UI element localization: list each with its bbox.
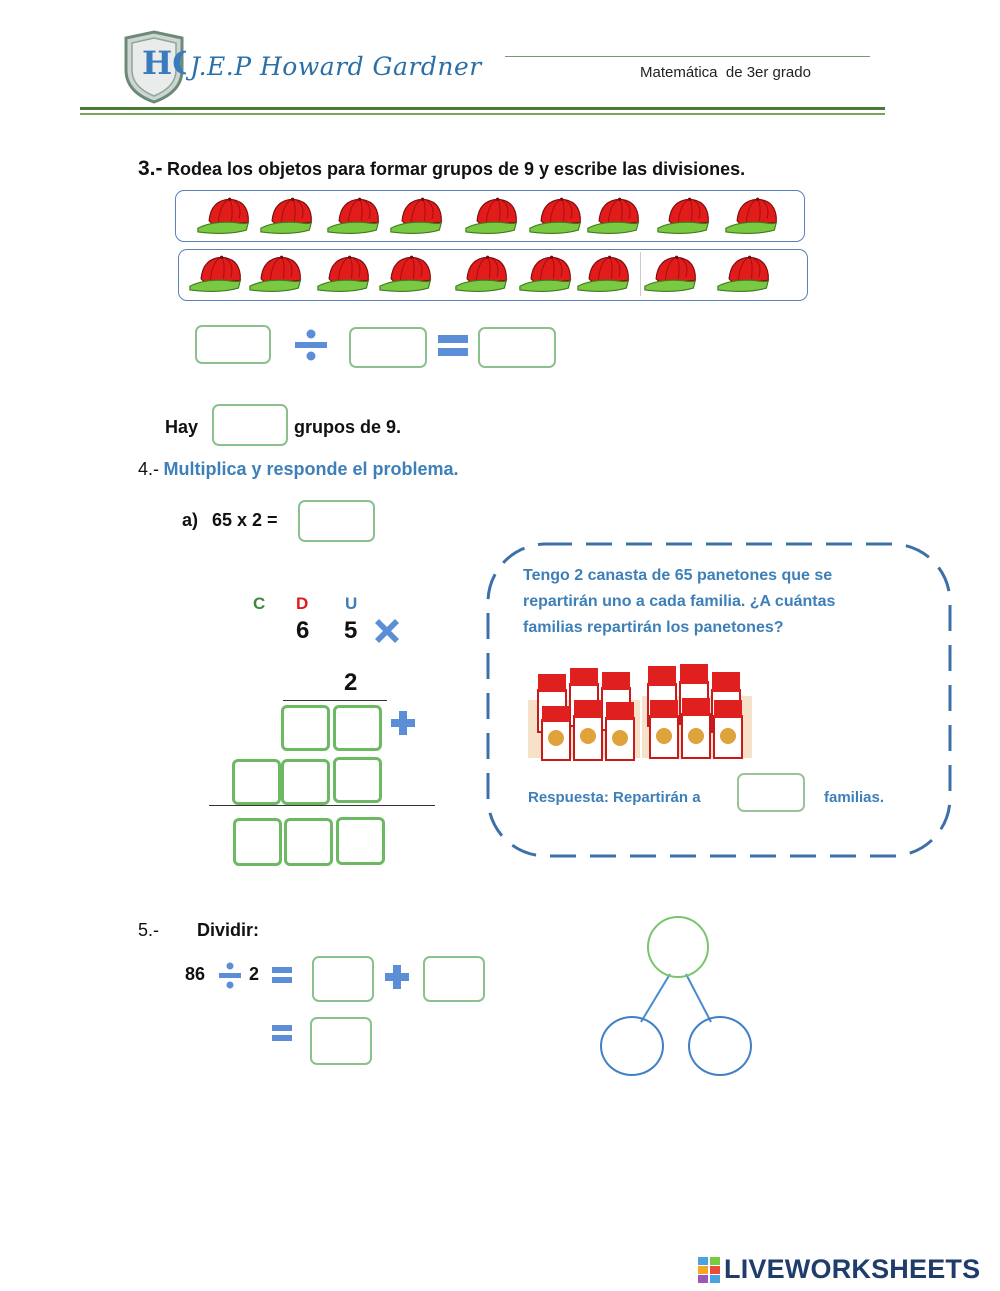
cap-row-1[interactable]: [175, 190, 805, 242]
partial2-tens-input[interactable]: [281, 759, 330, 805]
decomposition-tree: [640, 973, 712, 1023]
place-header-d: D: [296, 594, 309, 613]
part-a-label: a): [182, 510, 199, 530]
q5-dividend: 86: [185, 964, 206, 984]
place-header-u: U: [345, 594, 358, 613]
hay-label: Hay: [165, 417, 199, 437]
svg-text:HG: HG: [142, 44, 186, 82]
cap-icon[interactable]: [586, 194, 642, 240]
header: HG J.E.P Howard Gardner Matemática de 3e…: [0, 0, 1000, 125]
q4-heading: 4.- Multiplica y responde el problema.: [138, 459, 459, 480]
school-logo-icon: HG: [124, 30, 186, 104]
partial2-units-input[interactable]: [333, 757, 382, 803]
q3-divisor-input[interactable]: [349, 327, 427, 368]
multiply-icon: [375, 619, 399, 643]
q5-divisor: 2: [249, 964, 260, 984]
mult-line-bottom: [209, 805, 435, 806]
partial1-units-input[interactable]: [333, 705, 382, 751]
subject-label: Matemática de 3er grado: [640, 64, 811, 81]
part-a-answer-input[interactable]: [298, 500, 375, 542]
cap-icon[interactable]: [378, 252, 434, 298]
cap-icon[interactable]: [518, 252, 574, 298]
q5-result-input[interactable]: [310, 1017, 372, 1065]
cap-icon[interactable]: [316, 252, 372, 298]
cap-icon[interactable]: [188, 252, 244, 298]
groups-label: grupos de 9.: [294, 417, 402, 437]
footer-brand-text: LIVEWORKSHEETS: [724, 1254, 981, 1284]
mult-line-top: [283, 700, 387, 701]
cap-icon[interactable]: [196, 194, 252, 240]
q5-part1-input[interactable]: [312, 956, 374, 1002]
place-header-c: C: [253, 594, 266, 613]
partial2-hundreds-input[interactable]: [232, 759, 281, 805]
cap-row-2-divider: [640, 252, 641, 296]
plus-icon: [385, 965, 409, 989]
partial1-tens-input[interactable]: [281, 705, 330, 751]
tree-top-circle[interactable]: [647, 916, 709, 978]
cap-icon[interactable]: [576, 252, 632, 298]
tree-left-circle[interactable]: [600, 1016, 664, 1076]
cap-icon[interactable]: [326, 194, 382, 240]
tree-right-circle[interactable]: [688, 1016, 752, 1076]
cap-icon[interactable]: [248, 252, 304, 298]
q3-heading: 3.- Rodea los objetos para formar grupos…: [138, 157, 745, 181]
q3-quotient-input[interactable]: [478, 327, 556, 368]
groups-count-input[interactable]: [212, 404, 288, 446]
digit-units: 5: [344, 617, 358, 644]
part-a-expression: 65 x 2 =: [212, 510, 278, 530]
cap-icon[interactable]: [716, 252, 772, 298]
digit-tens: 6: [296, 617, 310, 644]
cap-row-1-items: [196, 194, 796, 240]
digit-multiplier: 2: [344, 669, 358, 696]
divide-icon: [295, 329, 327, 361]
panettone-image: [528, 664, 752, 761]
cap-icon[interactable]: [464, 194, 520, 240]
cap-icon[interactable]: [528, 194, 584, 240]
header-divider: [80, 107, 885, 110]
q5-number: 5.-: [138, 920, 160, 940]
q5-title: Dividir:: [197, 920, 260, 940]
problem-text: Tengo 2 canasta de 65 panetones que se r…: [523, 567, 836, 636]
equals-icon: [438, 335, 468, 356]
cap-icon[interactable]: [643, 252, 699, 298]
cap-icon[interactable]: [389, 194, 445, 240]
divide-icon: [219, 962, 241, 989]
q3-instruction: Rodea los objetos para formar grupos de …: [166, 159, 746, 179]
result-units-input[interactable]: [336, 817, 385, 865]
answer-suffix: familias.: [824, 789, 885, 806]
result-tens-input[interactable]: [284, 818, 333, 866]
header-line-short: [505, 56, 870, 57]
cap-icon[interactable]: [656, 194, 712, 240]
cap-row-2-items: [188, 252, 788, 298]
answer-prefix: Respuesta: Repartirán a: [528, 789, 701, 806]
problem-card-border: [486, 542, 952, 858]
q5-part2-input[interactable]: [423, 956, 485, 1002]
cap-row-2[interactable]: [178, 249, 808, 301]
equals-icon: [272, 1025, 292, 1041]
equals-icon: [272, 967, 292, 983]
q3-dividend-input[interactable]: [195, 325, 271, 364]
cap-icon[interactable]: [259, 194, 315, 240]
cap-icon[interactable]: [454, 252, 510, 298]
plus-icon: [391, 711, 415, 735]
q4-number: 4.-: [138, 459, 160, 479]
school-name: J.E.P Howard Gardner: [190, 52, 482, 81]
q3-number: 3.-: [138, 157, 163, 180]
result-hundreds-input[interactable]: [233, 818, 282, 866]
cap-icon[interactable]: [724, 194, 780, 240]
families-answer-input[interactable]: [737, 773, 805, 812]
header-divider-2: [80, 113, 885, 115]
q4-title: Multiplica y responde el problema.: [163, 459, 459, 479]
liveworksheets-logo-icon: [698, 1257, 720, 1283]
